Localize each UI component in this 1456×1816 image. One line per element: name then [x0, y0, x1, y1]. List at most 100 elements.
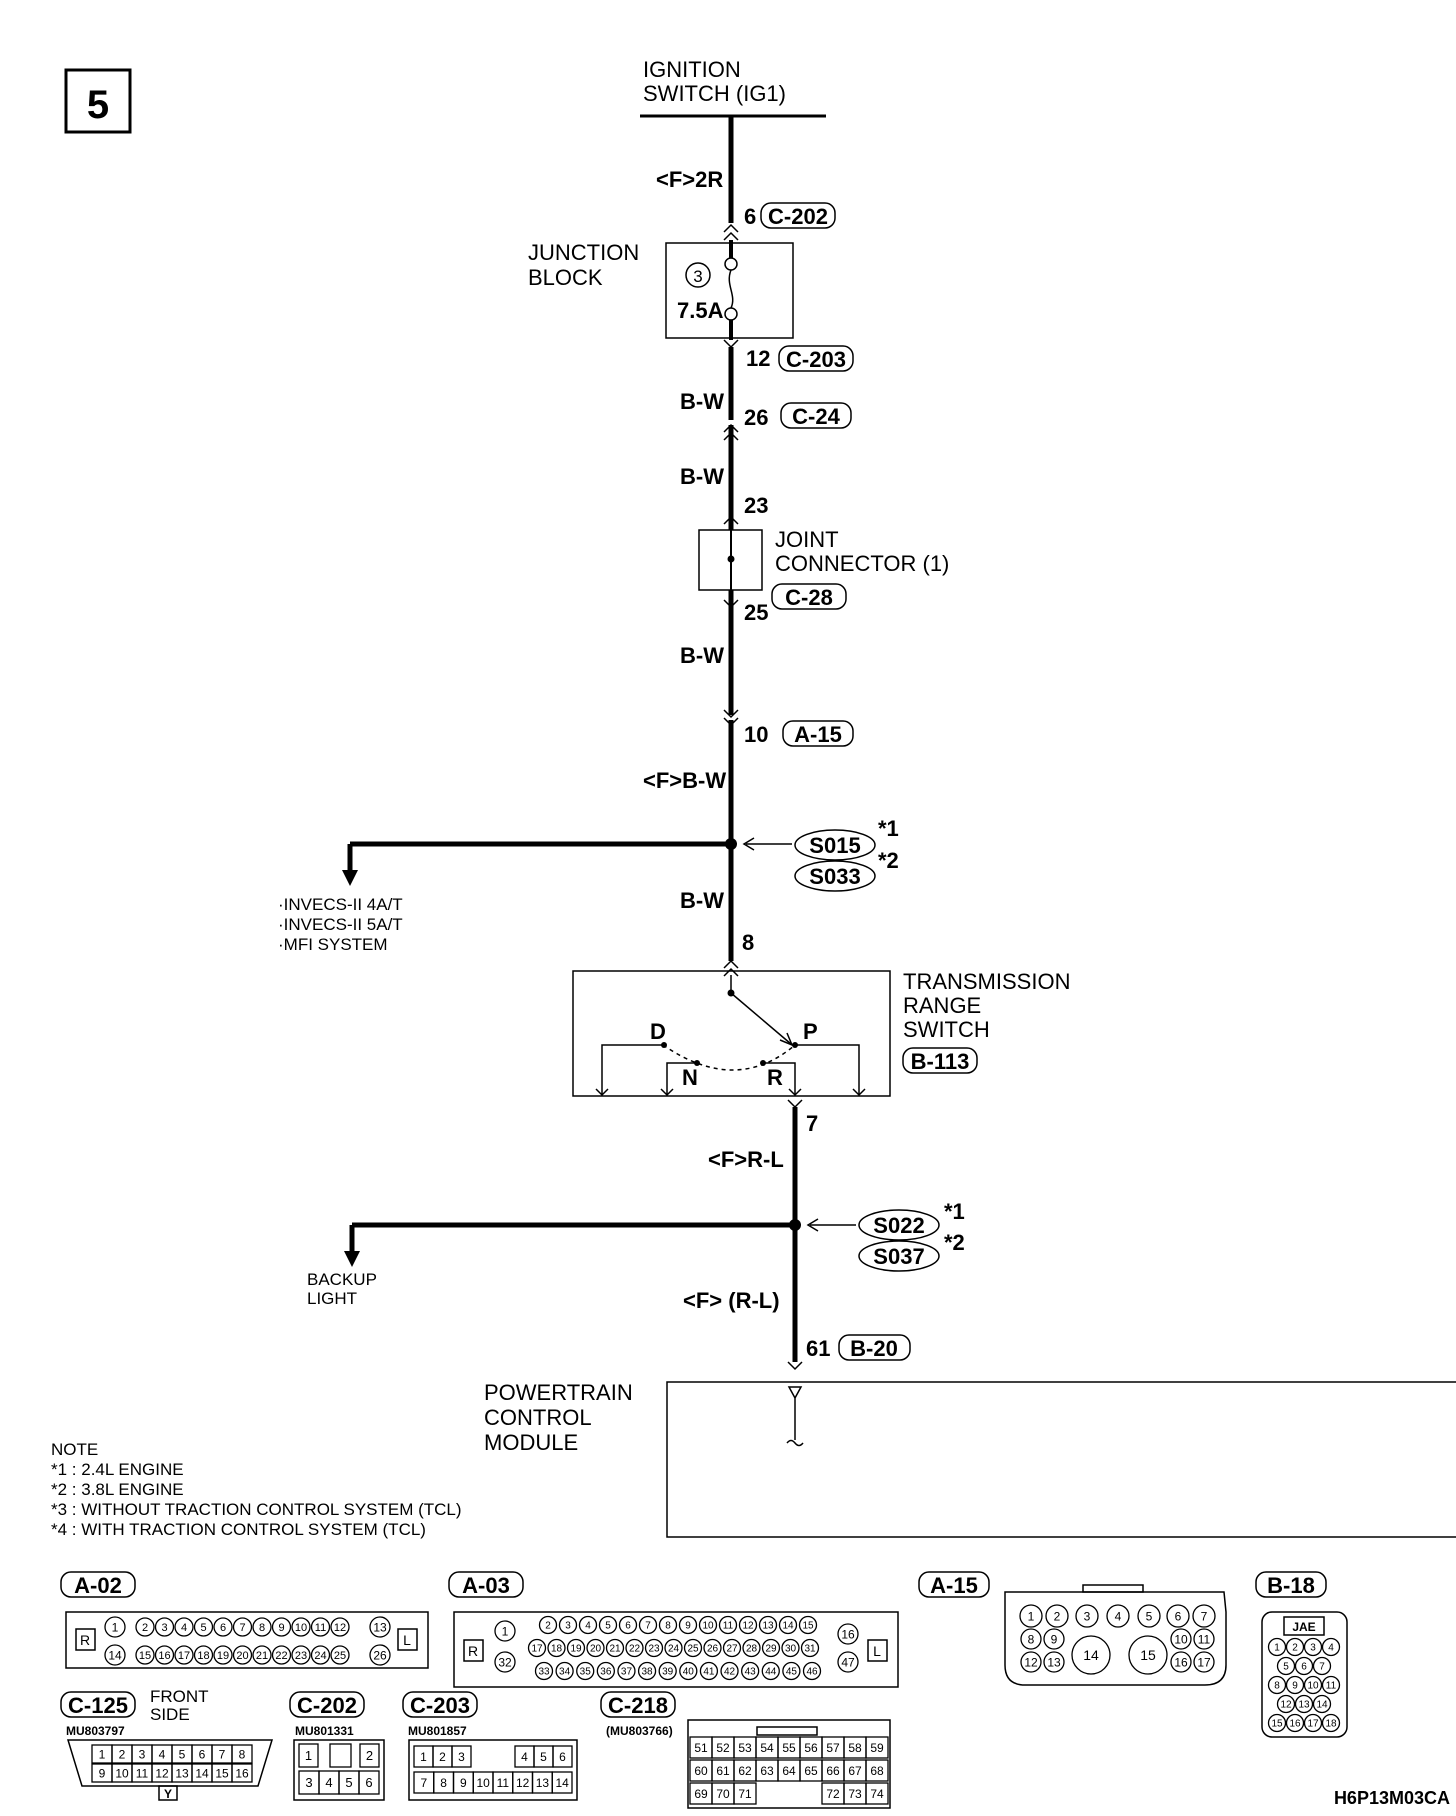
connector-pin [1128, 1635, 1168, 1675]
c202-tag: C-202 [768, 204, 828, 229]
connector-pin-label: 2 [119, 1747, 126, 1761]
connector-pin [778, 1615, 798, 1635]
b20-tag-box [838, 1334, 911, 1361]
connector-pin-label: 8 [1028, 1632, 1035, 1646]
c202-face [293, 1739, 385, 1801]
connector-pin-label: 12 [516, 1776, 530, 1790]
c24-tag-box [780, 402, 852, 429]
connector-pin [566, 1638, 586, 1658]
trs-box [572, 970, 891, 1097]
connector-pin [291, 1645, 311, 1665]
fuse-element [728, 269, 734, 309]
connector-pin [1020, 1628, 1042, 1650]
connector-pin-label: 17 [531, 1644, 543, 1655]
c125-part: MU803797 [66, 1724, 125, 1738]
connector-pin [271, 1645, 292, 1665]
junction-label-2: BLOCK [528, 265, 603, 290]
connector-pin [1166, 1604, 1190, 1628]
connector-pin-label: 12 [1024, 1655, 1038, 1669]
connector-pin-label: 3 [458, 1750, 465, 1764]
connector-pin-label: 16 [841, 1627, 855, 1641]
connector-pin-label: 41 [703, 1667, 715, 1678]
connector-pin-label: 65 [804, 1764, 818, 1778]
pcm-input-terminal [787, 1386, 803, 1440]
connector-pin-label: 47 [841, 1655, 855, 1669]
c125-key: Y [164, 1787, 172, 1801]
connector-pin [534, 1661, 554, 1681]
connector-pin-label: 5 [179, 1747, 186, 1761]
connector-pin [213, 1645, 233, 1665]
connector-pin [1075, 1604, 1099, 1628]
connector-pin [1276, 1694, 1296, 1714]
connector-pin-label: 9 [278, 1622, 284, 1634]
chevron-c202 [723, 223, 739, 241]
pin-7: 7 [806, 1111, 818, 1136]
connector-pin-label: 71 [738, 1787, 752, 1801]
connector-pin-label: 4 [325, 1775, 332, 1790]
connector-pin [1192, 1604, 1216, 1628]
connector-pin [865, 1782, 889, 1805]
b113-tag: B-113 [911, 1049, 970, 1074]
connector-pin-label: 3 [1084, 1609, 1091, 1623]
splice-s015 [794, 829, 876, 861]
connector-pin [193, 1645, 214, 1665]
branch-1-line-3: ·MFI SYSTEM [278, 935, 388, 954]
connector-pin-label: 6 [559, 1750, 566, 1764]
connector-pin-label: 1 [1028, 1609, 1035, 1623]
a02-pins: 1142153164175186197208219221023112412251… [104, 1616, 391, 1666]
branch-2-arrow [344, 1251, 360, 1267]
pcm-label-2: CONTROL [484, 1405, 592, 1430]
pcm-label-3: MODULE [484, 1430, 578, 1455]
connector-pin-label: 2 [439, 1750, 446, 1764]
connector-pin-label: 1 [112, 1620, 119, 1634]
connector-pin-label: 3 [161, 1622, 167, 1634]
connector-pin-label: 74 [870, 1787, 884, 1801]
connector-pin [1276, 1656, 1296, 1676]
connector-pin [193, 1617, 214, 1637]
connector-pin-label: 36 [600, 1667, 612, 1678]
c218-face [687, 1719, 891, 1809]
a15-tag: A-15 [794, 722, 842, 747]
connector-pin [551, 1771, 573, 1794]
connector-pin-label: 4 [1328, 1643, 1334, 1654]
connector-pin-label: 37 [621, 1667, 633, 1678]
connector-pin-label: 3 [565, 1621, 571, 1632]
connector-pin-label: 45 [786, 1667, 798, 1678]
connector-pin-label: 7 [1319, 1662, 1325, 1673]
wire-label-frl2: <F> (R-L) [683, 1288, 780, 1313]
connector-pin-label: 11 [1198, 1632, 1211, 1646]
connector-pin [658, 1615, 678, 1635]
connector-pin-label: 7 [421, 1776, 428, 1790]
connector-pin-label: 3 [139, 1747, 146, 1761]
connector-pin-label: 51 [694, 1741, 708, 1755]
connector-pin-label: 38 [642, 1667, 654, 1678]
connector-pin-label: 1 [420, 1750, 427, 1764]
c202-part: MU801331 [295, 1724, 354, 1738]
connector-pin-label: 2 [545, 1621, 551, 1632]
connector-pin-label: 29 [765, 1644, 777, 1655]
connector-pin [586, 1638, 605, 1658]
connector-pin [1285, 1637, 1305, 1657]
connector-pin-label: 53 [738, 1741, 752, 1755]
connector-pin-label: 18 [1325, 1719, 1337, 1730]
c28-tag: C-28 [785, 585, 833, 610]
wire-label-f2r: <F>2R [656, 167, 723, 192]
connector-pin-label: 1 [99, 1747, 106, 1761]
connector-pin [291, 1617, 311, 1637]
connector-pin [271, 1617, 292, 1637]
connector-pin-label: 10 [476, 1776, 490, 1790]
splice-s033 [794, 860, 876, 892]
connector-pin-label: 9 [1292, 1681, 1298, 1692]
connector-pin-label: 4 [159, 1747, 166, 1761]
connector-pin-label: 14 [108, 1648, 122, 1662]
splice-s022-label: S022 [873, 1213, 924, 1238]
connector-pin-label: 10 [1174, 1632, 1188, 1646]
connector-pin-label: 9 [685, 1621, 691, 1632]
connector-pin [837, 1623, 859, 1645]
connector-pin [359, 1743, 380, 1768]
connector-pin [658, 1661, 677, 1681]
a15-pin: 10 [744, 722, 768, 747]
connector-pin-label: 11 [136, 1766, 149, 1780]
